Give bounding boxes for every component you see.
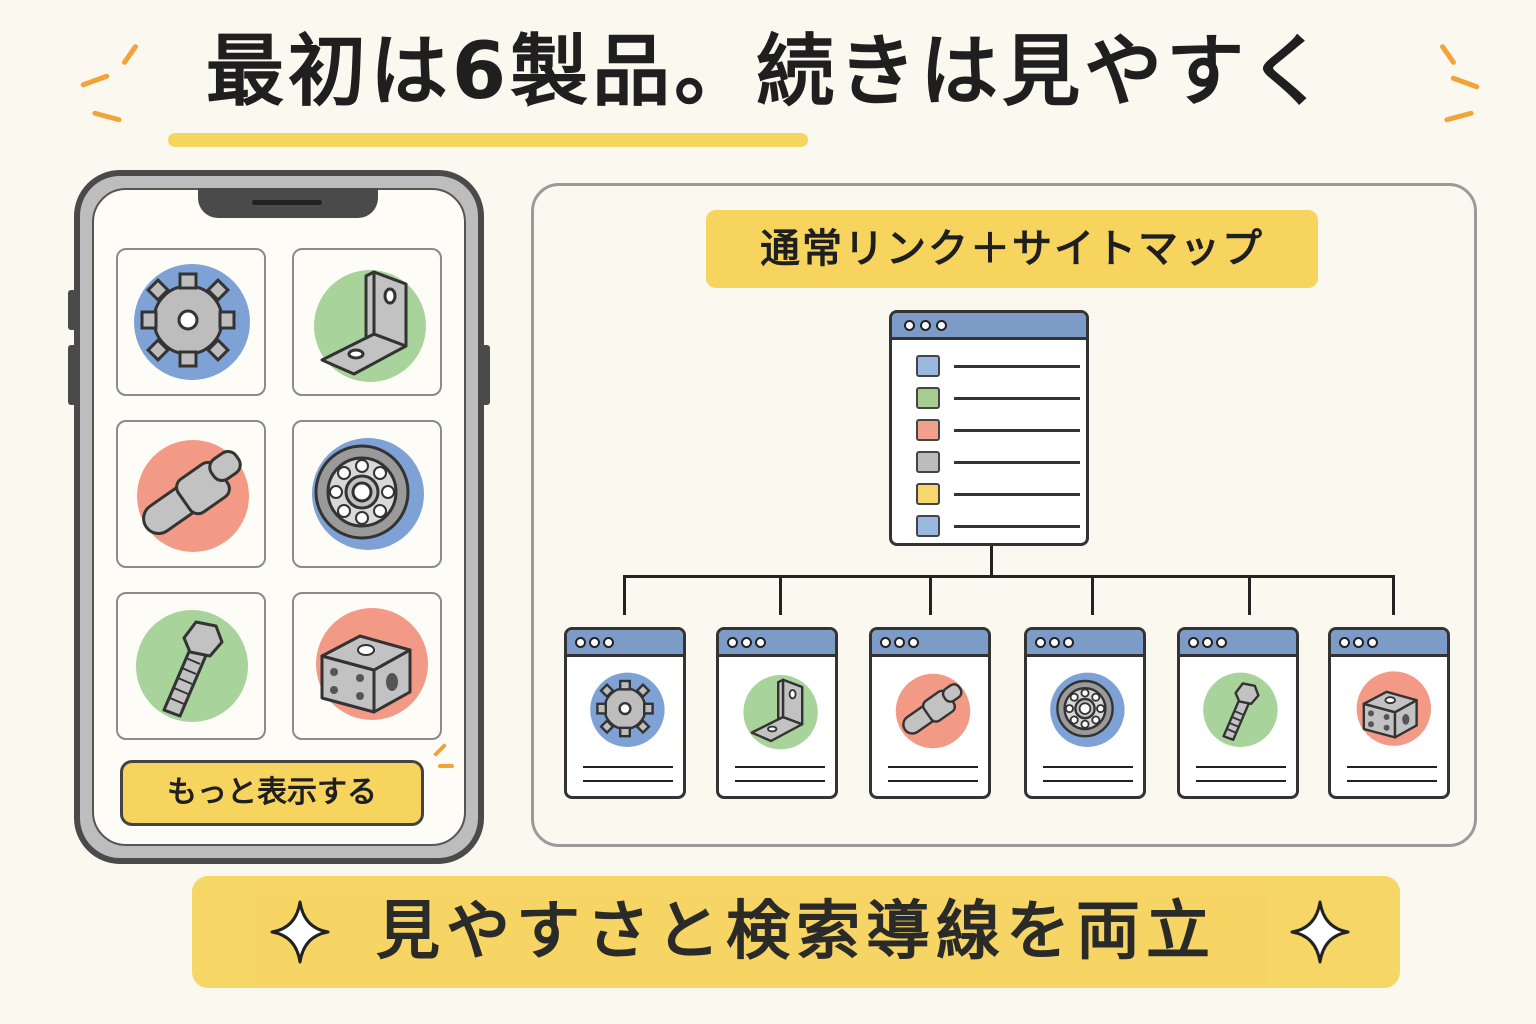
sitemap-entry-square [916,451,940,473]
sitemap-entry-line [954,493,1080,496]
sitemap-entry-line [954,365,1080,368]
sitemap-entry-line [954,397,1080,400]
text-line [1196,780,1286,782]
sitemap-panel [531,183,1477,847]
block-icon [1356,671,1431,746]
window-title-bar [1180,630,1296,657]
tree-connector [990,546,993,576]
sitemap-entry-square [916,355,940,377]
tree-connector [929,575,932,615]
window-title-bar [567,630,683,657]
page-title: 最初は6製品。続きは見やすく [205,27,1331,117]
sparkle-icon [1290,900,1350,964]
phone-side-button [68,345,76,405]
bearing-icon [1050,672,1125,747]
text-line [583,766,673,768]
product-page-bearing[interactable] [1024,627,1146,799]
tree-connector [1091,575,1094,615]
tree-connector [623,575,626,615]
sitemap-entry-line [954,461,1080,464]
product-page-bracket[interactable] [716,627,838,799]
product-tile-bearing[interactable] [292,420,442,568]
tree-connector [779,575,782,615]
bracket-icon [743,675,818,750]
phone-notch [198,188,378,218]
sparkle-icon [270,900,330,964]
sitemap-entry-square [916,515,940,537]
sitemap-entry-square [916,483,940,505]
banner-text: 見やすさと検索導線を両立 [376,895,1216,969]
product-page-bolt[interactable] [1177,627,1299,799]
phone-side-button [68,290,76,330]
sitemap-entry-square [916,387,940,409]
product-tile-block[interactable] [292,592,442,740]
product-page-block[interactable] [1328,627,1450,799]
product-tile-bracket[interactable] [292,248,442,396]
product-tile-gear[interactable] [116,248,266,396]
bottom-banner: 見やすさと検索導線を両立 [192,876,1400,988]
text-line [888,766,978,768]
window-title-bar [1027,630,1143,657]
product-page-shaft[interactable] [869,627,991,799]
bolt-icon [1203,672,1278,747]
sitemap-entry-square [916,419,940,441]
window-title-bar [1331,630,1447,657]
text-line [1196,766,1286,768]
text-line [1347,766,1437,768]
product-page-gear[interactable] [564,627,686,799]
phone-side-button [482,345,490,405]
text-line [583,780,673,782]
sitemap-entry-line [954,525,1080,528]
window-title-bar [872,630,988,657]
window-title-bar [892,313,1086,340]
tree-connector [1248,575,1251,615]
show-more-button[interactable]: もっと表示する [120,760,424,826]
burst-mark [438,764,454,768]
panel-label: 通常リンク＋サイトマップ [706,210,1318,288]
tree-connector [1392,575,1395,615]
sitemap-entry-line [954,429,1080,432]
phone-speaker [252,200,322,205]
window-title-bar [719,630,835,657]
text-line [888,780,978,782]
title-underline [168,133,808,147]
product-tile-shaft[interactable] [116,420,266,568]
text-line [735,780,825,782]
product-tile-bolt[interactable] [116,592,266,740]
gear-icon [590,672,665,747]
tree-connector [623,575,1395,578]
text-line [735,766,825,768]
shaft-icon [895,673,971,749]
text-line [1043,766,1133,768]
text-line [1043,780,1133,782]
text-line [1347,780,1437,782]
sitemap-window[interactable] [889,310,1089,546]
